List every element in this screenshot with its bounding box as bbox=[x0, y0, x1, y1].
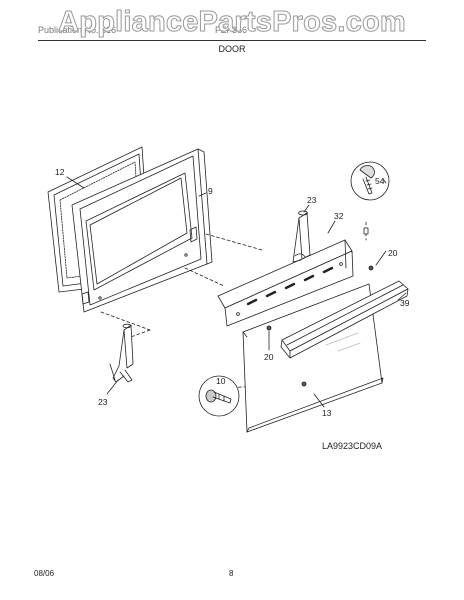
callout-20-lower: 20 bbox=[264, 352, 274, 362]
callout-23-upper: 23 bbox=[307, 195, 317, 205]
callout-32: 32 bbox=[334, 211, 344, 221]
part-32-hinge-channel bbox=[217, 239, 354, 327]
callout-23-lower: 23 bbox=[98, 397, 108, 407]
callout-labels: 12 9 23 32 54 20 39 20 10 23 13 bbox=[55, 167, 410, 418]
circle-detail-10 bbox=[198, 375, 240, 417]
callout-10: 10 bbox=[216, 376, 226, 386]
section-title: DOOR bbox=[218, 44, 246, 54]
diagram-reference-code: LA9923CD09A bbox=[322, 441, 383, 451]
header-model: FEF366 bbox=[215, 25, 248, 35]
header-divider bbox=[38, 40, 426, 41]
part-9-inner-panel bbox=[71, 148, 213, 313]
footer-page-number: 8 bbox=[229, 569, 234, 578]
circle-detail-54 bbox=[350, 161, 390, 201]
watermark-text: AppliancePartsPros.com bbox=[58, 6, 406, 39]
header-publication: Publication No. 316 bbox=[38, 25, 117, 35]
callout-12: 12 bbox=[55, 167, 65, 177]
part-39-handle bbox=[280, 280, 409, 359]
callout-13: 13 bbox=[322, 408, 332, 418]
callout-39: 39 bbox=[400, 298, 410, 308]
footer-date: 08/06 bbox=[34, 569, 55, 578]
leader-lines bbox=[66, 176, 407, 408]
callout-9: 9 bbox=[208, 186, 213, 196]
callout-20-upper: 20 bbox=[388, 248, 398, 258]
part-23-hinge-lower bbox=[109, 323, 134, 383]
screw-details bbox=[266, 227, 374, 387]
callout-54: 54 bbox=[375, 176, 385, 186]
part-23-hinge-upper bbox=[292, 210, 311, 263]
